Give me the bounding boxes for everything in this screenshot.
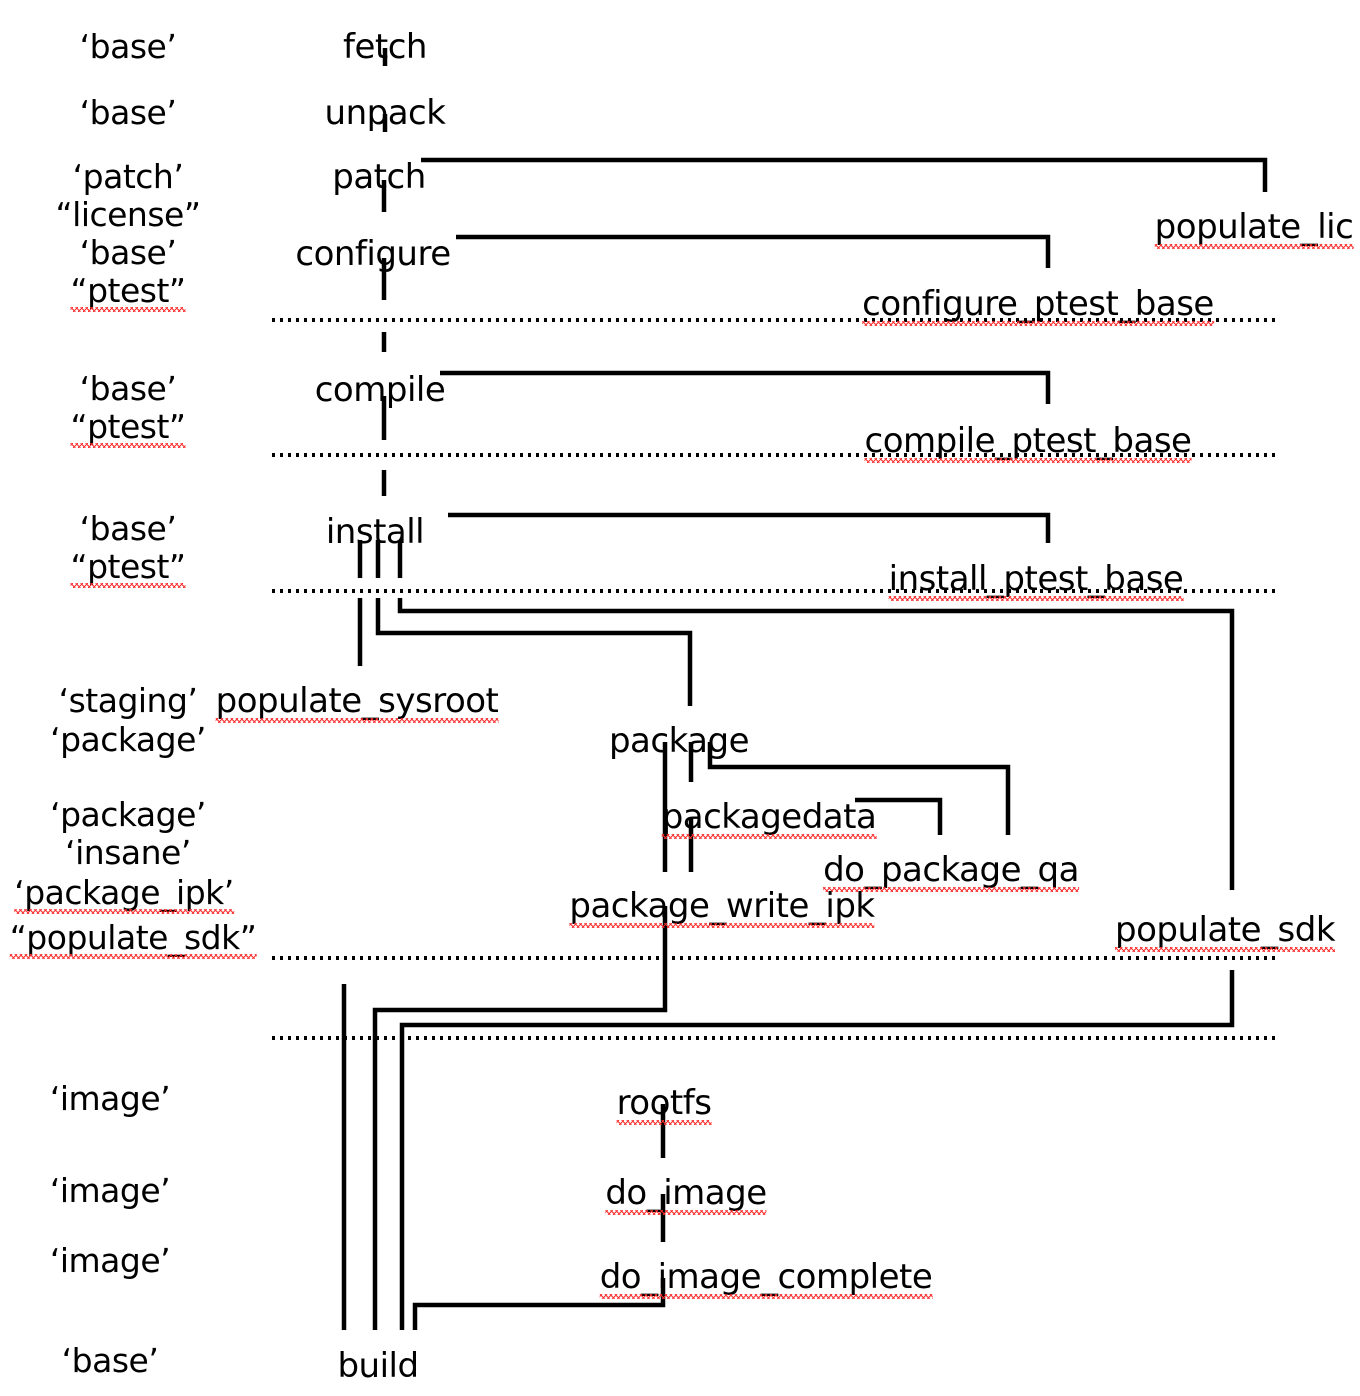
edge bbox=[375, 598, 693, 706]
class-label-text: ‘base’ bbox=[79, 509, 177, 548]
class-label: ‘staging’ bbox=[59, 684, 198, 717]
task-node-label: package_write_ipk bbox=[569, 886, 875, 928]
class-label-text: ‘image’ bbox=[49, 1171, 171, 1210]
class-label-text: ‘package’ bbox=[50, 795, 206, 834]
class-label-text: “license” bbox=[55, 195, 201, 234]
class-label: “populate_sdk” bbox=[9, 918, 257, 959]
edge bbox=[412, 1278, 666, 1330]
class-label: ‘base’ bbox=[80, 236, 177, 269]
class-label-text: ‘package_ipk’ bbox=[14, 873, 234, 914]
edge bbox=[397, 598, 1235, 890]
task-node-label: populate_lic bbox=[1154, 207, 1354, 249]
task-node-label: do_package_qa bbox=[823, 850, 1079, 892]
task-node[interactable]: package_write_ipk bbox=[569, 886, 875, 928]
task-node[interactable]: patch bbox=[332, 160, 426, 194]
class-label-text: ‘base’ bbox=[61, 1341, 159, 1380]
task-node[interactable]: fetch bbox=[343, 30, 427, 64]
class-label: ‘insane’ bbox=[65, 836, 191, 869]
task-node[interactable]: install_ptest_base bbox=[888, 559, 1184, 601]
task-node-label: populate_sysroot bbox=[215, 681, 499, 723]
class-label-text: ‘staging’ bbox=[58, 681, 198, 720]
task-node[interactable]: compile_ptest_base bbox=[864, 421, 1192, 463]
task-node[interactable]: populate_sdk bbox=[1114, 910, 1336, 952]
task-node[interactable]: packagedata bbox=[661, 797, 877, 839]
task-node-label: do_image bbox=[605, 1173, 767, 1215]
task-node[interactable]: populate_lic bbox=[1154, 207, 1354, 249]
task-node-label: populate_sdk bbox=[1114, 910, 1336, 952]
task-node[interactable]: compile bbox=[315, 373, 446, 407]
class-label-text: “ptest” bbox=[70, 547, 186, 588]
task-node[interactable]: do_image_complete bbox=[599, 1257, 933, 1299]
task-node[interactable]: configure_ptest_base bbox=[862, 284, 1214, 326]
task-node-label: rootfs bbox=[616, 1083, 712, 1125]
class-label: ‘base’ bbox=[80, 30, 177, 63]
edge bbox=[421, 157, 1268, 192]
class-label: “ptest” bbox=[70, 271, 186, 312]
class-label-text: ‘base’ bbox=[79, 27, 177, 66]
class-label: ‘base’ bbox=[80, 96, 177, 129]
class-label-text: ‘image’ bbox=[49, 1079, 171, 1118]
edge bbox=[448, 512, 1051, 543]
edge bbox=[707, 742, 1011, 835]
class-label: ‘base’ bbox=[80, 372, 177, 405]
class-label: ‘image’ bbox=[49, 1079, 171, 1118]
task-node-label: compile_ptest_base bbox=[864, 421, 1192, 463]
task-node-label: configure_ptest_base bbox=[862, 284, 1214, 326]
task-node[interactable]: install bbox=[325, 512, 425, 552]
task-node-label: package bbox=[608, 721, 750, 761]
task-node-label: patch bbox=[332, 157, 426, 197]
class-label-text: ‘insane’ bbox=[65, 833, 191, 872]
task-node-label: install bbox=[325, 512, 425, 552]
task-node-label: unpack bbox=[324, 93, 446, 133]
class-label-text: “ptest” bbox=[70, 407, 186, 448]
edge bbox=[372, 906, 668, 1330]
task-node[interactable]: build bbox=[337, 1346, 419, 1386]
class-label: ‘base’ bbox=[80, 512, 177, 545]
class-label-text: “populate_sdk” bbox=[9, 918, 257, 959]
class-label: “ptest” bbox=[70, 407, 186, 448]
task-node[interactable]: do_image bbox=[605, 1173, 767, 1215]
class-label: “license” bbox=[56, 198, 201, 231]
task-node-label: install_ptest_base bbox=[888, 559, 1184, 601]
class-label: ‘package’ bbox=[50, 723, 206, 756]
task-node-label: do_image_complete bbox=[599, 1257, 933, 1299]
task-node-label: build bbox=[337, 1346, 419, 1386]
class-label-text: ‘base’ bbox=[79, 233, 177, 272]
task-node-label: configure bbox=[295, 234, 451, 274]
edge bbox=[855, 797, 943, 835]
class-label: ‘image’ bbox=[49, 1241, 171, 1280]
class-label-text: ‘base’ bbox=[79, 93, 177, 132]
task-node[interactable]: configure bbox=[295, 234, 451, 274]
class-label-text: ‘package’ bbox=[50, 720, 206, 759]
task-node[interactable]: do_package_qa bbox=[823, 850, 1079, 892]
class-label: ‘patch’ bbox=[73, 160, 184, 193]
task-node[interactable]: unpack bbox=[325, 96, 446, 130]
class-label-text: ‘patch’ bbox=[72, 157, 184, 196]
class-label: ‘package’ bbox=[50, 798, 206, 831]
edge bbox=[456, 234, 1051, 268]
edges bbox=[341, 48, 1268, 1330]
class-label-text: “ptest” bbox=[70, 271, 186, 312]
edge bbox=[440, 370, 1051, 404]
class-label: “ptest” bbox=[70, 547, 186, 588]
class-label-text: ‘image’ bbox=[49, 1241, 171, 1280]
class-label: ‘base’ bbox=[62, 1344, 159, 1377]
task-node-label: compile bbox=[314, 370, 446, 410]
task-node-label: packagedata bbox=[661, 797, 877, 839]
edge bbox=[399, 970, 1235, 1330]
task-node[interactable]: package bbox=[608, 721, 750, 761]
task-node-label: fetch bbox=[343, 27, 427, 67]
class-label: ‘package_ipk’ bbox=[14, 873, 234, 914]
task-node[interactable]: rootfs bbox=[616, 1083, 712, 1125]
class-label-text: ‘base’ bbox=[79, 369, 177, 408]
class-label: ‘image’ bbox=[49, 1171, 171, 1210]
task-node[interactable]: populate_sysroot bbox=[215, 681, 499, 723]
